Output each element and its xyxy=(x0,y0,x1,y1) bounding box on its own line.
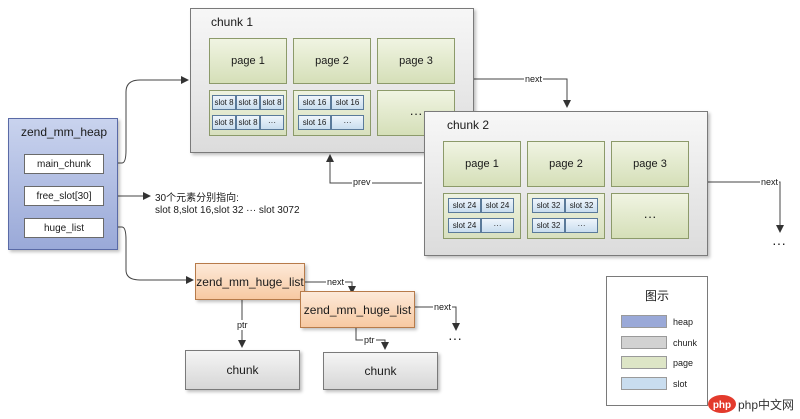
chunk2-prev-label: prev xyxy=(352,177,372,187)
huge1-next-label: next xyxy=(326,277,346,287)
huge-chunk-1: chunk xyxy=(185,350,300,390)
huge-list-ellipsis: ··· xyxy=(448,330,462,346)
huge2-next-arrow xyxy=(415,306,460,331)
legend-swatch-page xyxy=(621,356,667,369)
huge-list-node-2: zend_mm_huge_list xyxy=(300,291,415,328)
legend-label-page: page xyxy=(673,358,694,368)
slot: ··· xyxy=(481,218,514,233)
free-slot-note-line-2: slot 8,slot 16,slot 32 ··· slot 3072 xyxy=(155,205,300,216)
slot: slot 16 xyxy=(331,95,364,110)
slot: ··· xyxy=(565,218,598,233)
free-slot-note-line-1: 30个元素分别指向: xyxy=(155,193,239,204)
chunk-1-page-3: page 3 xyxy=(377,38,455,84)
chunk-2-slot-page-32: slot 32 slot 32 slot 32 ··· xyxy=(527,193,605,239)
huge1-next-arrow xyxy=(305,281,356,294)
svg-text:php: php xyxy=(713,400,731,411)
legend-swatch-chunk xyxy=(621,336,667,349)
heap-title: zend_mm_heap xyxy=(20,125,108,139)
legend-label-heap: heap xyxy=(673,317,694,327)
slot: slot 24 xyxy=(448,198,481,213)
slot: ··· xyxy=(260,115,284,130)
huge2-ptr-label: ptr xyxy=(363,335,376,345)
chunk-2-page-2: page 2 xyxy=(527,141,605,187)
main-chunk-arrow xyxy=(118,76,189,164)
slot: slot 32 xyxy=(532,198,565,213)
chunk2-next-arrow xyxy=(707,181,784,233)
chunk-1-slot-page-8: slot 8 slot 8 slot 8 slot 8 slot 8 ··· xyxy=(209,90,287,136)
huge-chunk-2: chunk xyxy=(323,352,438,390)
legend-label-slot: slot xyxy=(673,379,688,389)
legend: 图示 heap chunk page slot xyxy=(606,276,708,406)
php-logo-icon: php xyxy=(708,395,736,413)
huge-list-node-1: zend_mm_huge_list xyxy=(195,263,305,300)
chunk-2: chunk 2 page 1 page 2 page 3 slot 24 slo… xyxy=(424,111,708,256)
slot: slot 8 xyxy=(236,95,260,110)
slot: slot 16 xyxy=(298,95,331,110)
watermark-logo: php php中文网 xyxy=(707,393,794,415)
chunk-2-page-1: page 1 xyxy=(443,141,521,187)
zend-mm-heap: zend_mm_heap main_chunk free_slot[30] hu… xyxy=(8,118,118,250)
heap-item-free-slot: free_slot[30] xyxy=(24,186,104,206)
slot: slot 8 xyxy=(212,115,236,130)
chunk-2-page-3: page 3 xyxy=(611,141,689,187)
legend-label-chunk: chunk xyxy=(673,338,698,348)
chunk-2-title: chunk 2 xyxy=(447,118,490,132)
legend-swatch-heap xyxy=(621,315,667,328)
chunk-2-more-pages: ··· xyxy=(611,193,689,239)
chunk2-next-label: next xyxy=(760,177,780,187)
slot: slot 8 xyxy=(212,95,236,110)
chunk-1-page-1: page 1 xyxy=(209,38,287,84)
slot: slot 8 xyxy=(260,95,284,110)
chunk-1-title: chunk 1 xyxy=(211,15,254,29)
slot: slot 24 xyxy=(481,198,514,213)
slot: slot 8 xyxy=(236,115,260,130)
chunk-1-page-2: page 2 xyxy=(293,38,371,84)
huge2-next-label: next xyxy=(433,302,453,312)
slot: slot 32 xyxy=(565,198,598,213)
chunk1-next-label: next xyxy=(524,74,544,84)
heap-item-huge-list: huge_list xyxy=(24,218,104,238)
chunk-2-slot-page-24: slot 24 slot 24 slot 24 ··· xyxy=(443,193,521,239)
slot: slot 24 xyxy=(448,218,481,233)
huge-list-arrow xyxy=(118,226,194,284)
chunk-1-slot-page-16: slot 16 slot 16 slot 16 ··· xyxy=(293,90,371,136)
legend-swatch-slot xyxy=(621,377,667,390)
chunk1-next-arrow xyxy=(474,78,571,108)
chunk2-prev-arrow xyxy=(326,154,422,184)
chunk-list-ellipsis: ··· xyxy=(772,235,786,251)
watermark-text: php中文网 xyxy=(738,398,795,412)
huge1-ptr-label: ptr xyxy=(236,320,249,330)
legend-title: 图示 xyxy=(644,289,669,303)
heap-item-main-chunk: main_chunk xyxy=(24,154,104,174)
slot: slot 16 xyxy=(298,115,331,130)
slot: slot 32 xyxy=(532,218,565,233)
slot: ··· xyxy=(331,115,364,130)
